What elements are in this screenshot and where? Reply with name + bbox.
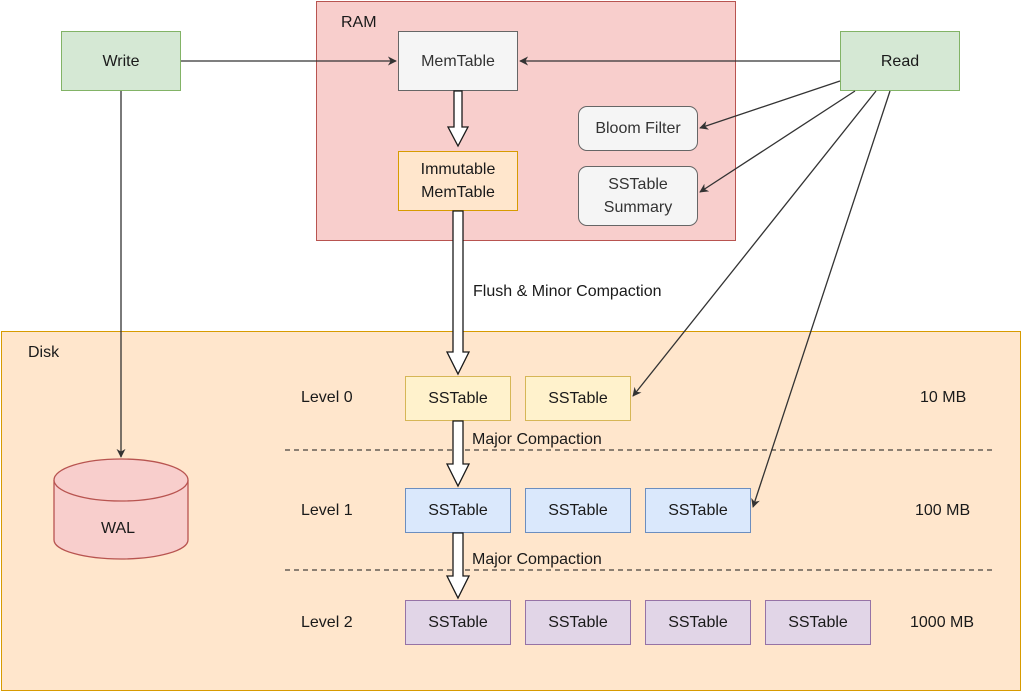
sstable-label: SSTable [668, 614, 728, 631]
immutable-memtable-node[interactable]: Immutable MemTable [398, 151, 518, 211]
disk-title: Disk [28, 344, 60, 361]
sstable-label: SSTable [548, 390, 608, 407]
sstable-label: SSTable [428, 614, 488, 631]
level-1-sstable[interactable]: SSTable [405, 488, 511, 533]
sstable-label: SSTable [788, 614, 848, 631]
sstable-label: SSTable [428, 502, 488, 519]
flush-compaction-label: Flush & Minor Compaction [473, 283, 662, 300]
major-compaction-label-2: Major Compaction [472, 551, 602, 568]
sstable-label: SSTable [548, 614, 608, 631]
level-1-size: 100 MB [915, 502, 971, 519]
level-0-sstable[interactable]: SSTable [525, 376, 631, 421]
sstable-label: SSTable [668, 502, 728, 519]
level-1-sstable[interactable]: SSTable [525, 488, 631, 533]
level-1-sstable[interactable]: SSTable [645, 488, 751, 533]
read-label: Read [880, 52, 920, 70]
level-0-sstable[interactable]: SSTable [405, 376, 511, 421]
sstable-label: SSTable [548, 502, 608, 519]
level-2-sstable[interactable]: SSTable [525, 600, 631, 645]
sstable-summary-node[interactable]: SSTable Summary [578, 166, 698, 226]
bloom-filter-label: Bloom Filter [595, 120, 681, 137]
level-2-label: Level 2 [301, 614, 353, 631]
major-compaction-label-1: Major Compaction [472, 431, 602, 448]
write-node[interactable]: Write [61, 31, 181, 91]
sstable-label: SSTable [428, 390, 488, 407]
sstable-summary-label-line1: SSTable [608, 176, 668, 193]
level-2-sstable[interactable]: SSTable [405, 600, 511, 645]
level-2-sstable[interactable]: SSTable [645, 600, 751, 645]
level-1-label: Level 1 [301, 502, 353, 519]
write-label: Write [102, 52, 140, 70]
read-node[interactable]: Read [840, 31, 960, 91]
memtable-label: MemTable [421, 52, 495, 70]
bloom-filter-node[interactable]: Bloom Filter [578, 106, 698, 151]
memtable-node[interactable]: MemTable [398, 31, 518, 91]
wal-label: WAL [101, 520, 136, 537]
sstable-summary-label-line2: Summary [603, 199, 673, 216]
immutable-memtable-label-line1: Immutable [420, 161, 496, 178]
immutable-memtable-label-line2: MemTable [421, 184, 495, 201]
level-2-sstable[interactable]: SSTable [765, 600, 871, 645]
level-0-size: 10 MB [920, 389, 967, 406]
ram-title: RAM [341, 14, 377, 31]
level-2-size: 1000 MB [910, 614, 975, 631]
level-0-label: Level 0 [301, 389, 353, 406]
